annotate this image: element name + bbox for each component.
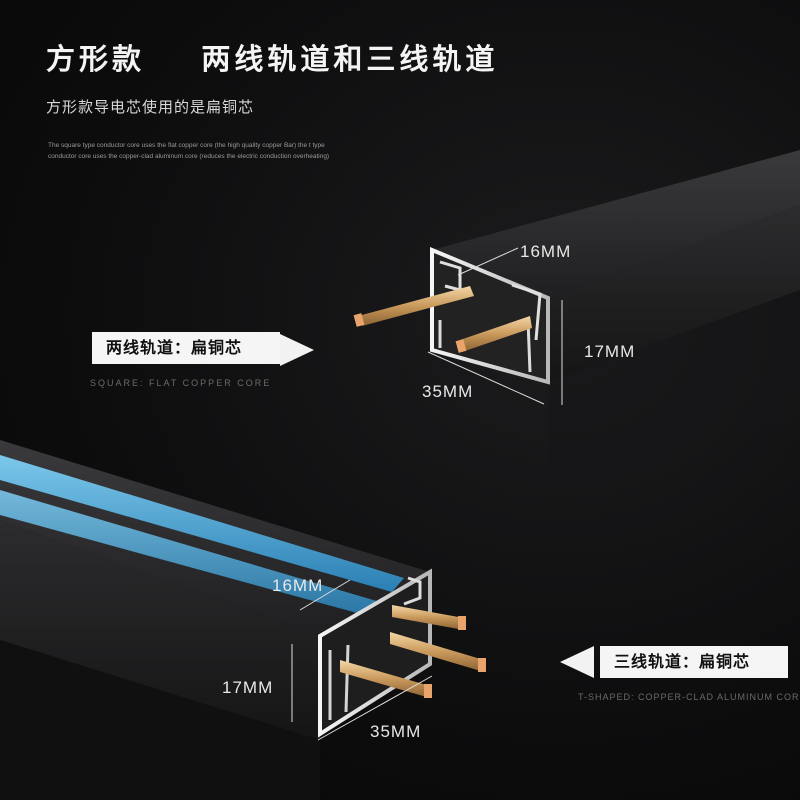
three-wire-track: [0, 440, 486, 800]
blue-insulator-1: [0, 455, 404, 592]
copper3-bar-1-end: [458, 616, 466, 630]
profile-lip-right: [511, 283, 542, 341]
two-wire-dim-top: 16MM: [520, 242, 572, 261]
two-wire-track: [353, 150, 800, 470]
three-wire-dim-top: 16MM: [272, 576, 324, 595]
two-wire-dim-bottom: 35MM: [422, 382, 474, 401]
track3-reflection: [0, 640, 320, 800]
three-wire-dim-side: 17MM: [222, 678, 274, 697]
arrow-left-icon: [560, 646, 594, 678]
copper-bar-2: [460, 316, 532, 352]
page-subtitle: 方形款导电芯使用的是扁铜芯: [46, 98, 255, 116]
track-side-face: [548, 205, 800, 382]
two-wire-label: 两线轨道：扁铜芯: [92, 332, 280, 364]
english-description: The square type conductor core uses the …: [48, 142, 330, 160]
three-wire-dim-bottom: 35MM: [370, 722, 422, 741]
dim-line-bottom: [427, 351, 545, 405]
arrow-right-icon: [280, 334, 314, 366]
dim3-line-bottom: [317, 675, 433, 741]
copper3-bar-2: [390, 632, 484, 672]
two-wire-english: SQUARE: FLAT COPPER CORE: [90, 378, 272, 388]
two-wire-dim-side: 17MM: [584, 342, 636, 361]
track-top-face: [432, 150, 800, 298]
dim3-line-top: [299, 579, 351, 611]
copper3-bar-1: [392, 605, 464, 630]
copper3-bar-2-end: [478, 658, 486, 672]
profile-lip-left: [439, 260, 462, 292]
copper-bar-1: [358, 286, 474, 326]
copper-bar-1-end: [353, 313, 365, 327]
copper3-bar-3: [340, 660, 430, 698]
profile3-lip: [403, 576, 422, 606]
blue-insulator-2: [0, 490, 380, 616]
copper3-bar-3-end: [424, 684, 432, 698]
copper-bar-2-end: [455, 339, 467, 353]
dim-line-top: [457, 247, 519, 276]
three-wire-label: 三线轨道：扁铜芯: [600, 646, 788, 678]
three-wire-english: T-SHAPED: COPPER-CLAD ALUMINUM CORE: [578, 692, 800, 702]
page-title: 方形款 两线轨道和三线轨道: [46, 42, 499, 76]
profile3-walls: [328, 644, 350, 720]
track-reflection: [548, 290, 800, 470]
track3-front-face: [0, 520, 320, 740]
